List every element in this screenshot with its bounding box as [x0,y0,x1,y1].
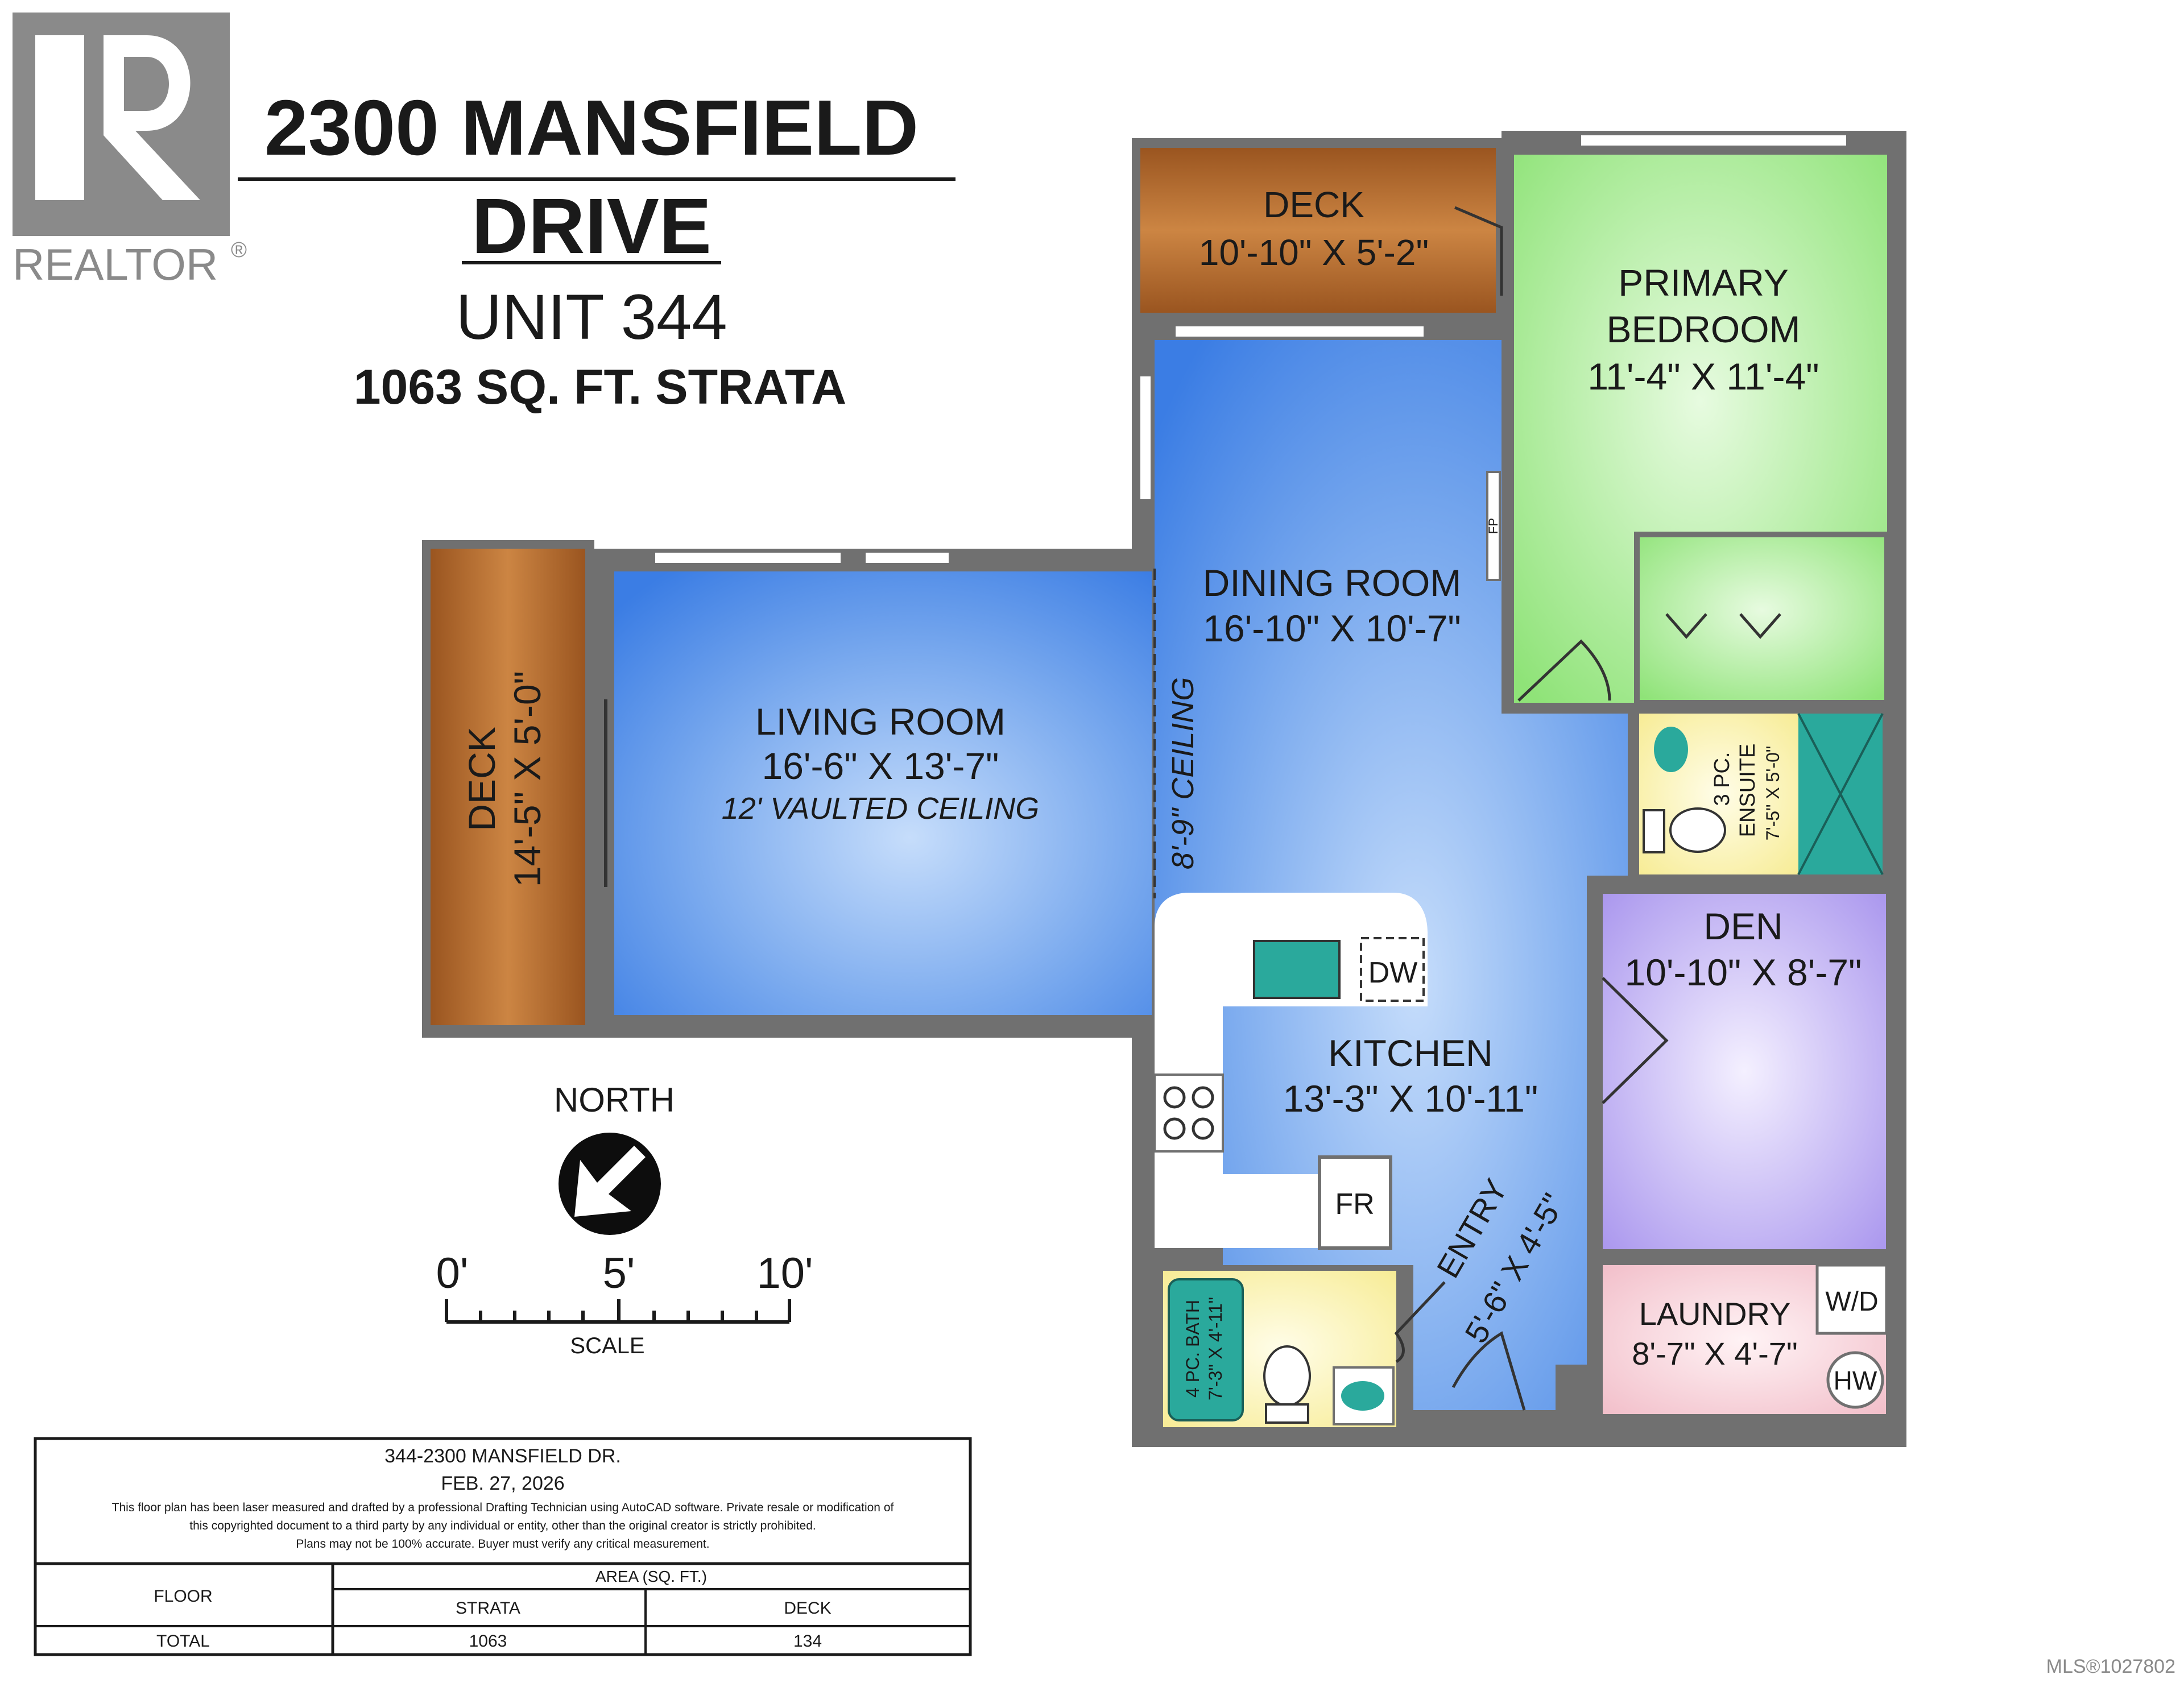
row-total-strata: 1063 [469,1632,507,1651]
registered-mark: ® [231,238,247,262]
den-dims: 10'-10" X 8'-7" [1625,951,1862,993]
scale-tick-10: 10' [756,1249,813,1298]
dishwasher [1360,937,1425,1002]
living-room-dims: 16'-6" X 13'-7" [762,745,999,787]
den-name: DEN [1703,905,1782,947]
info-address: 344-2300 MANSFIELD DR. [384,1445,621,1467]
deck-top [1140,148,1496,313]
deck-left [431,549,585,1025]
living-room-name: LIVING ROOM [755,701,1006,743]
hot-water-label: HW [1834,1366,1877,1395]
ceiling-height-note: 8'-9" CEILING [1166,677,1200,870]
hot-water-tank [1826,1351,1884,1409]
dining-room-dims: 16'-10" X 10'-7" [1203,607,1461,649]
title-line-1: 2300 MANSFIELD [264,84,919,172]
info-disclaimer-1: This floor plan has been laser measured … [112,1501,894,1514]
info-date: FEB. 27, 2026 [441,1473,564,1494]
row-total-deck: 134 [793,1632,822,1651]
bathtub [1168,1278,1244,1421]
kitchen-name: KITCHEN [1328,1032,1493,1074]
laundry-dims: 8'-7" X 4'-7" [1632,1336,1797,1371]
ensuite-dims: 7'-5" X 5'-0" [1763,746,1783,841]
info-disclaimer-2: this copyrighted document to a third par… [189,1519,816,1532]
bedroom-dims: 11'-4" X 11'-4" [1587,355,1819,397]
dining-room-name: DINING ROOM [1203,562,1462,604]
ensuite-toilet [1669,807,1726,853]
room-labels: DECK 10'-10" X 5'-2" PRIMARY BEDROOM 11'… [461,184,1879,1400]
washer-dryer-label: W/D [1825,1287,1878,1317]
den-floor [1603,894,1886,1249]
bedroom-closet [1634,532,1890,706]
scale-bar: 0' 5' 10' SCALE [436,1249,813,1358]
fireplace-label: FP [1486,518,1500,534]
info-disclaimer-3: Plans may not be 100% accurate. Buyer mu… [296,1537,709,1551]
living-room-floor [614,571,1152,1015]
deck-top-name: DECK [1263,184,1364,225]
ensuite-name-1: 3 PC. [1710,752,1734,806]
north-label: NORTH [554,1081,675,1119]
deck-left-name: DECK [461,727,503,831]
washer-dryer [1815,1263,1888,1335]
bath-name: 4 PC. BATH [1182,1300,1203,1398]
bath-sink [1341,1381,1384,1411]
deck-left-dims: 14'-5" X 5'-0" [506,671,548,887]
doors [1394,206,1781,1411]
col-area-header: AREA (SQ. FT.) [595,1568,707,1585]
bath-toilet [1263,1345,1311,1407]
col-strata-header: STRATA [456,1599,520,1618]
scale-ruler [445,1299,791,1324]
bath-dims: 7'-3" X 4'-11" [1205,1297,1226,1400]
dining-kitchen-floor [1155,340,1628,1410]
title-block: 2300 MANSFIELD DRIVE UNIT 344 1063 SQ. F… [238,84,956,415]
floor-plan [422,131,1906,1447]
col-deck-header: DECK [784,1599,831,1618]
unit-number: UNIT 344 [456,281,727,353]
realtor-logo: REALTOR ® [13,13,247,289]
bedroom-name-1: PRIMARY [1618,262,1789,304]
refrigerator-label: FR [1335,1188,1374,1221]
kitchen-sink [1253,940,1341,999]
scale-tick-0: 0' [436,1249,469,1298]
dishwasher-label: DW [1368,956,1418,989]
bedroom-name-2: BEDROOM [1606,308,1800,350]
laundry-name: LAUNDRY [1639,1296,1791,1332]
mls-number: MLS®1027802 [2046,1656,2175,1677]
realtor-wordmark: REALTOR [13,239,218,289]
windows [653,133,1848,581]
living-room-ceiling-note: 12' VAULTED CEILING [722,791,1040,826]
north-arrow-icon [574,1146,646,1217]
refrigerator [1318,1155,1392,1250]
scale-tick-5: 5' [603,1249,635,1298]
info-table: 344-2300 MANSFIELD DR. FEB. 27, 2026 Thi… [34,1437,972,1656]
row-total-label: TOTAL [156,1632,210,1651]
kitchen-counters [1155,893,1428,1248]
square-footage: 1063 SQ. FT. STRATA [354,360,847,415]
col-floor-header: FLOOR [154,1587,212,1606]
kitchen-dims: 13'-3" X 10'-11" [1283,1077,1538,1120]
stove [1153,1073,1224,1153]
ensuite-sink [1654,727,1688,772]
north-compass: NORTH [554,1081,675,1235]
ensuite-name-2: ENSUITE [1736,744,1760,838]
scale-label: SCALE [570,1333,644,1358]
title-line-2: DRIVE [471,183,712,270]
deck-top-dims: 10'-10" X 5'-2" [1199,232,1429,273]
